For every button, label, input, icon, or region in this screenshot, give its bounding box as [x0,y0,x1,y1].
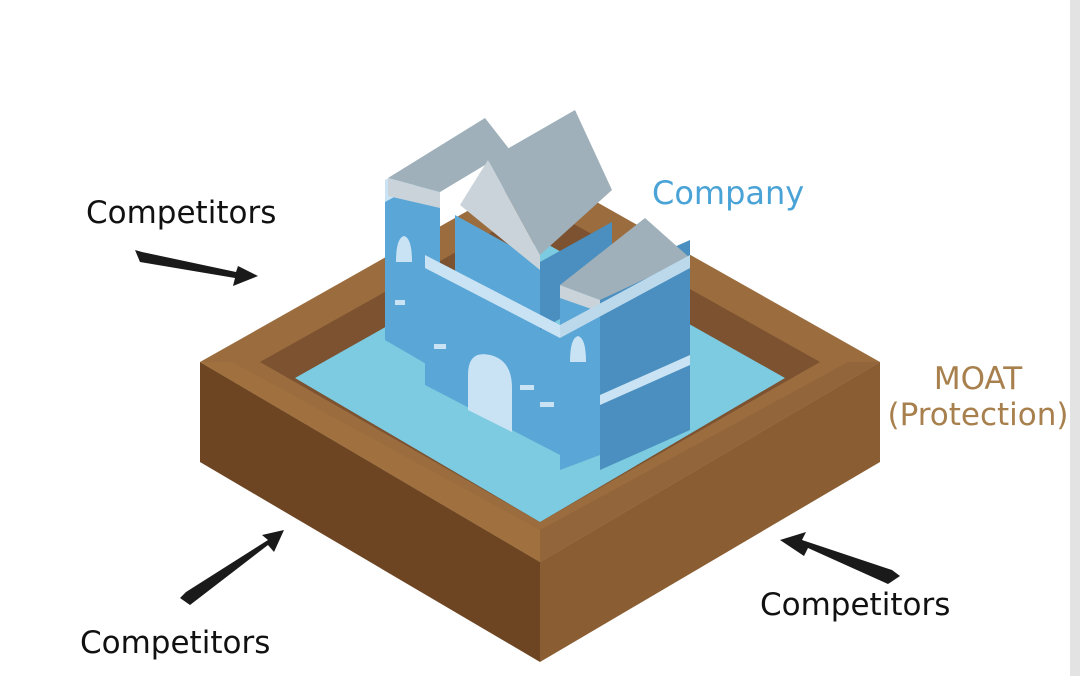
arrow-icon [135,250,900,605]
scrollbar[interactable] [1070,0,1080,676]
castle-icon [385,110,690,470]
moat-label-line1: MOAT [933,361,1023,397]
moat-label: MOAT (Protection) [882,361,1074,433]
competitors-label-bottom-left: Competitors [80,625,271,661]
company-label: Company [652,174,805,212]
competitors-label-top-left: Competitors [86,195,277,231]
competitors-label-bottom-right: Competitors [760,587,951,623]
moat-label-line2: (Protection) [887,396,1069,433]
